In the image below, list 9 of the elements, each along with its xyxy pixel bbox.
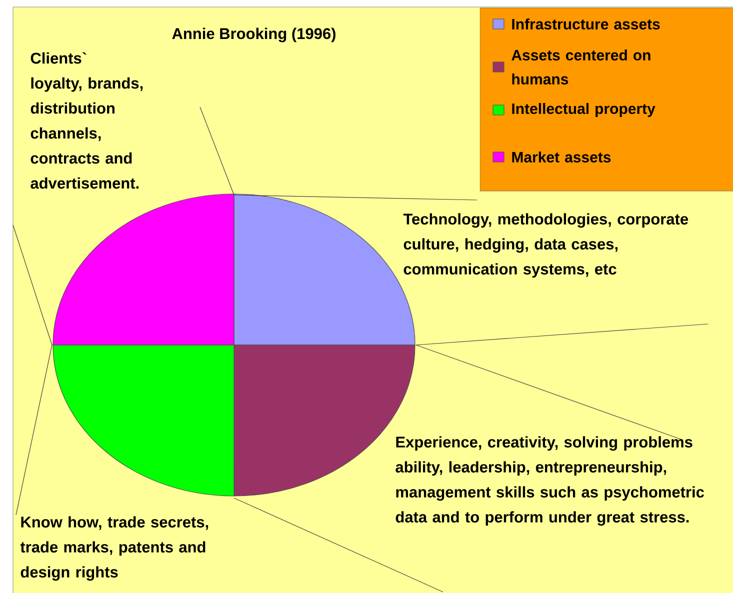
legend-text: Infrastructure assets <box>512 18 660 30</box>
annotation-text: Clients` loyalty, brands, distribution channels, contracts and advertisement. <box>30 52 143 189</box>
annotation-text: Technology, methodologies, corporate culture, hedging, data cases, communication systems, etc <box>403 213 688 278</box>
annotation-text: Know how, trade secrets, trade marks, patents and design rights <box>20 516 208 581</box>
title: Annie Brooking (1996) <box>172 28 336 42</box>
annotation-text: Experience, creativity, solving problems ability, leadership, entrepreneurship, management skills such as psychometric data and to perform under great stress. <box>396 436 704 526</box>
legend-text: Assets centered on humans <box>512 50 650 84</box>
legend-text: Intellectual property <box>512 103 656 117</box>
legend-text: Market assets <box>512 151 611 162</box>
